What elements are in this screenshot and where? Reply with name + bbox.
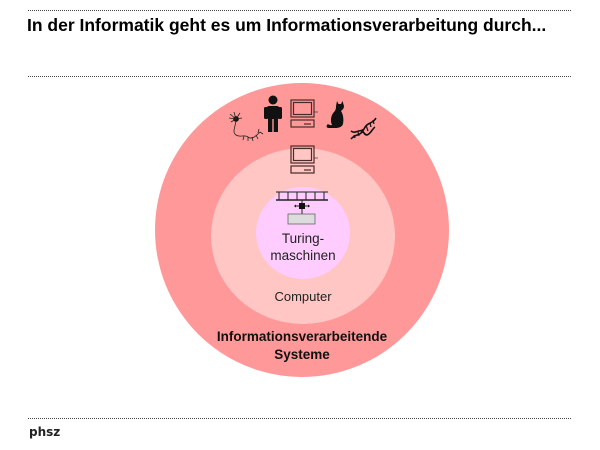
- computer-icon: [290, 99, 318, 128]
- footer-brand: phsz: [29, 425, 61, 439]
- computer-label: Computer: [274, 289, 332, 304]
- dna-icon: [350, 117, 377, 140]
- title-underline-rule: [28, 76, 571, 77]
- inner-circle-turing-machines: [256, 187, 350, 279]
- information-systems-label: Informationsverarbeitende Systeme: [155, 328, 449, 364]
- turing-label-line1: Turing-: [281, 231, 325, 246]
- systems-label-line1: Informationsverarbeitende: [216, 329, 388, 344]
- footer-rule: [28, 418, 571, 419]
- turing-machines-label: Turing- maschinen: [256, 230, 350, 264]
- cat-icon: [326, 101, 344, 128]
- systems-label-line2: Systeme: [274, 347, 330, 362]
- computer-icon: [290, 145, 318, 174]
- slide-title: In der Informatik geht es um Information…: [27, 15, 547, 35]
- neuron-icon: [228, 111, 264, 142]
- person-icon: [264, 95, 282, 132]
- turing-label-line2: maschinen: [270, 248, 336, 263]
- top-rule: [28, 10, 571, 11]
- turing-machine-icon: [276, 191, 328, 225]
